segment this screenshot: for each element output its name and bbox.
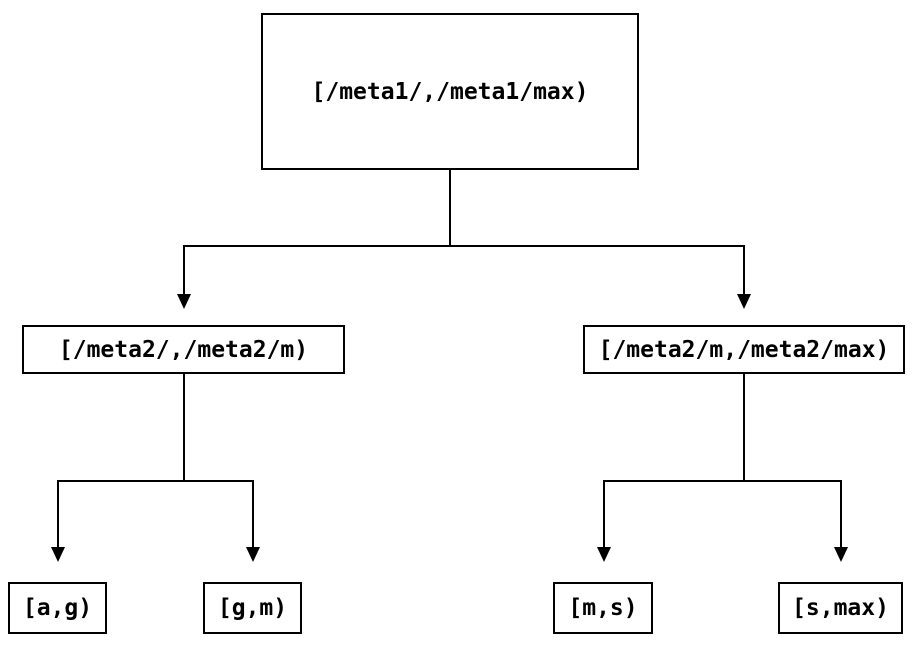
edge-right-child-stem-line [743, 374, 745, 482]
edge-right-leaves-bar-line [603, 480, 842, 482]
edge-to-leaf-ms-drop-line [603, 480, 605, 548]
arrowhead-to-right-child-icon [737, 294, 751, 309]
node-root: [/meta1/,/meta1/max) [261, 13, 639, 170]
node-root-label: [/meta1/,/meta1/max) [311, 78, 589, 105]
edge-root-stem-line [449, 170, 451, 247]
node-right-child: [/meta2/m,/meta2/max) [583, 325, 905, 374]
arrowhead-to-left-child-icon [177, 294, 191, 309]
node-left-child: [/meta2/,/meta2/m) [22, 325, 345, 374]
arrowhead-to-leaf-smax-icon [834, 547, 848, 562]
node-leaf-ag: [a,g) [8, 582, 107, 634]
edge-left-child-stem-line [183, 374, 185, 482]
edge-to-leaf-gm-drop-line [252, 480, 254, 548]
node-leaf-ag-label: [a,g) [22, 595, 93, 621]
edge-to-leaf-smax-drop-line [840, 480, 842, 548]
arrowhead-to-leaf-ms-icon [597, 547, 611, 562]
edge-to-leaf-ag-drop-line [57, 480, 59, 548]
arrowhead-to-leaf-gm-icon [246, 547, 260, 562]
node-leaf-smax: [s,max) [778, 582, 903, 634]
edge-to-right-child-drop-line [743, 245, 745, 295]
node-leaf-smax-label: [s,max) [792, 595, 889, 621]
edge-left-leaves-bar-line [57, 480, 254, 482]
arrowhead-to-leaf-ag-icon [51, 547, 65, 562]
node-leaf-ms-label: [m,s) [568, 595, 638, 621]
edge-to-left-child-drop-line [183, 245, 185, 295]
node-leaf-ms: [m,s) [553, 582, 653, 634]
node-leaf-gm: [g,m) [203, 582, 302, 634]
node-leaf-gm-label: [g,m) [217, 595, 288, 621]
node-left-child-label: [/meta2/,/meta2/m) [58, 336, 309, 363]
node-right-child-label: [/meta2/m,/meta2/max) [598, 336, 890, 363]
edge-root-children-bar-line [183, 245, 745, 247]
